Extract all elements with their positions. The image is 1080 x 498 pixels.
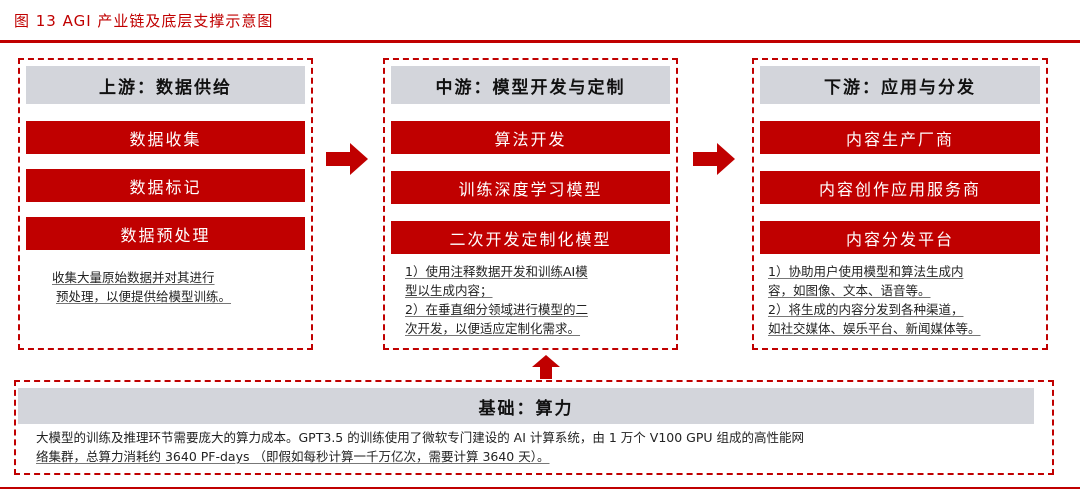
base-text-line-2: 络集群，总算力消耗约 3640 PF-days （即假如每秒计算一千万亿次，需要… xyxy=(36,449,550,464)
midstream-panel xyxy=(383,58,678,350)
base-panel xyxy=(14,380,1054,475)
downstream-note-line-4: 如社交媒体、娱乐平台、新闻媒体等。 xyxy=(768,321,981,336)
upstream-note-line-2: 预处理，以便提供给模型训练。 xyxy=(56,289,232,304)
downstream-box-2: 内容创作应用服务商 xyxy=(760,171,1040,204)
midstream-note-line-3: 2）在垂直细分领域进行模型的二 xyxy=(405,302,588,317)
midstream-box-3: 二次开发定制化模型 xyxy=(391,221,670,254)
upstream-box-3: 数据预处理 xyxy=(26,217,305,250)
support-arrow-icon xyxy=(532,355,560,367)
flow-arrow-1-icon xyxy=(350,143,368,175)
upstream-note-line-1: 收集大量原始数据并对其进行 xyxy=(52,270,215,285)
midstream-box-1: 算法开发 xyxy=(391,121,670,154)
bottom-rule xyxy=(0,487,1080,489)
upstream-header: 上游：数据供给 xyxy=(26,66,305,104)
upstream-box-1: 数据收集 xyxy=(26,121,305,154)
base-header: 基础：算力 xyxy=(18,388,1034,424)
downstream-note-line-1: 1）协助用户使用模型和算法生成内 xyxy=(768,264,964,279)
midstream-note: 1）使用注释数据开发和训练AI模 型以生成内容； 2）在垂直细分领域进行模型的二… xyxy=(405,262,670,338)
downstream-header: 下游：应用与分发 xyxy=(760,66,1040,104)
midstream-note-line-2: 型以生成内容； xyxy=(405,283,493,298)
upstream-box-2: 数据标记 xyxy=(26,169,305,202)
flow-arrow-1-shaft xyxy=(326,152,350,166)
flow-arrow-2-shaft xyxy=(693,152,717,166)
base-text: 大模型的训练及推理环节需要庞大的算力成本。GPT3.5 的训练使用了微软专门建设… xyxy=(36,428,1036,466)
downstream-note-line-3: 2）将生成的内容分发到各种渠道， xyxy=(768,302,964,317)
upstream-panel xyxy=(18,58,313,350)
midstream-note-line-1: 1）使用注释数据开发和训练AI模 xyxy=(405,264,588,279)
midstream-header: 中游：模型开发与定制 xyxy=(391,66,670,104)
base-text-line-1: 大模型的训练及推理环节需要庞大的算力成本。GPT3.5 的训练使用了微软专门建设… xyxy=(36,430,805,445)
title-rule xyxy=(0,40,1080,43)
support-arrow-shaft xyxy=(540,367,552,379)
downstream-box-3: 内容分发平台 xyxy=(760,221,1040,254)
flow-arrow-2-icon xyxy=(717,143,735,175)
upstream-note: 收集大量原始数据并对其进行 预处理，以便提供给模型训练。 xyxy=(52,268,302,306)
midstream-note-line-4: 次开发，以便适应定制化需求。 xyxy=(405,321,581,336)
downstream-note-line-2: 容，如图像、文本、语音等。 xyxy=(768,283,931,298)
midstream-box-2: 训练深度学习模型 xyxy=(391,171,670,204)
figure-title: 图 13 AGI 产业链及底层支撑示意图 xyxy=(14,12,274,30)
downstream-note: 1）协助用户使用模型和算法生成内 容，如图像、文本、语音等。 2）将生成的内容分… xyxy=(768,262,1046,338)
downstream-panel xyxy=(752,58,1048,350)
downstream-box-1: 内容生产厂商 xyxy=(760,121,1040,154)
